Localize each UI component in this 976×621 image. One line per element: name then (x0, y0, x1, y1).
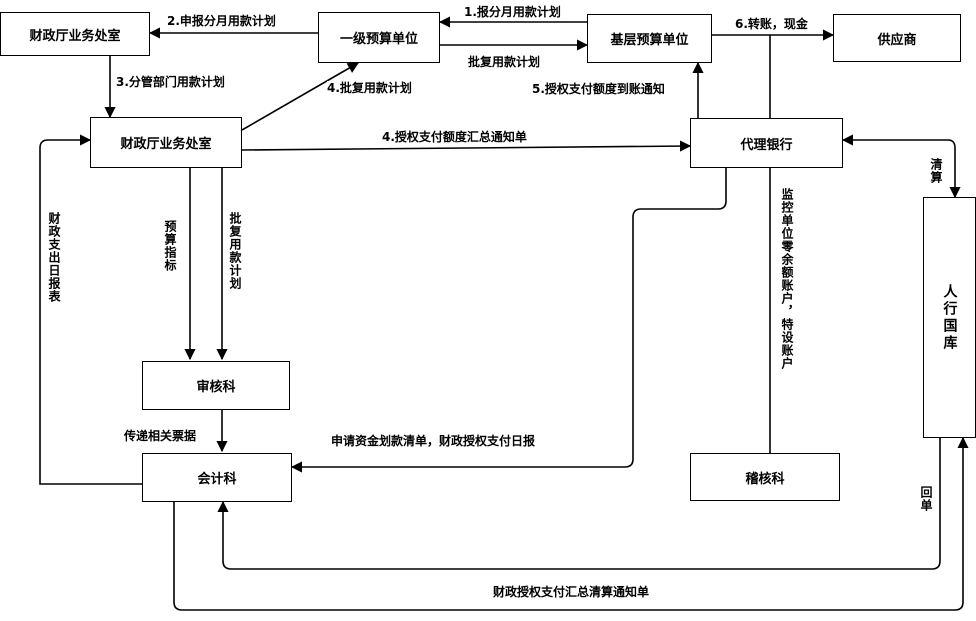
node-accounting-section: 会计科 (142, 453, 292, 502)
node-agent-bank: 代理银行 (690, 118, 843, 168)
label-receipt: 回单 (919, 486, 933, 512)
arrow-clearing-notice (173, 436, 969, 611)
node-inspection-section: 稽核科 (690, 453, 840, 501)
node-finance-office-top: 财政厅业务处室 (0, 12, 150, 56)
arrow-clearing (841, 134, 961, 199)
label-fund-transfer: 申请资金划款清单，财政授权支付日报 (331, 434, 536, 448)
arrow-daily-report (39, 134, 142, 485)
label-reply-plan: 批复用款计划 (468, 55, 541, 69)
label-approve-vertical: 批复用款计划 (228, 212, 242, 290)
label-authorize-summary: 4.授权支付额度汇总通知单 (382, 130, 527, 144)
label-budget-index: 预算指标 (163, 220, 177, 272)
label-monitor-accounts: 监控单位零余额账户，特设账户 (780, 188, 794, 370)
node-finance-office: 财政厅业务处室 (90, 117, 242, 168)
label-clearing: 清算 (929, 158, 943, 184)
label-divide-plan: 3.分管部门用款计划 (116, 75, 225, 89)
arrow-authorize-summary (241, 140, 692, 152)
label-approve-plan: 4.批复用款计划 (327, 81, 412, 95)
arrow-fund-transfer (290, 168, 727, 473)
label-pass-receipts: 传递相关票据 (124, 429, 197, 443)
node-first-level-unit: 一级预算单位 (318, 12, 440, 63)
node-treasury: 人行国库 (923, 197, 976, 438)
arrow-approve-plan (241, 62, 359, 131)
label-report-plan: 1.报分月用款计划 (464, 5, 561, 19)
arrow-receipt (217, 438, 941, 570)
label-clearing-notice: 财政授权支付汇总清算通知单 (493, 585, 650, 599)
label-quota-notice: 5.授权支付额度到账通知 (532, 82, 665, 96)
label-daily-report: 财政支出日报表 (47, 212, 61, 303)
node-supplier: 供应商 (833, 14, 961, 62)
label-transfer-cash: 6.转账，现金 (735, 17, 808, 31)
node-base-unit: 基层预算单位 (587, 14, 712, 63)
node-audit-section: 审核科 (142, 361, 290, 410)
label-apply-plan: 2.申报分月用款计划 (167, 14, 276, 28)
